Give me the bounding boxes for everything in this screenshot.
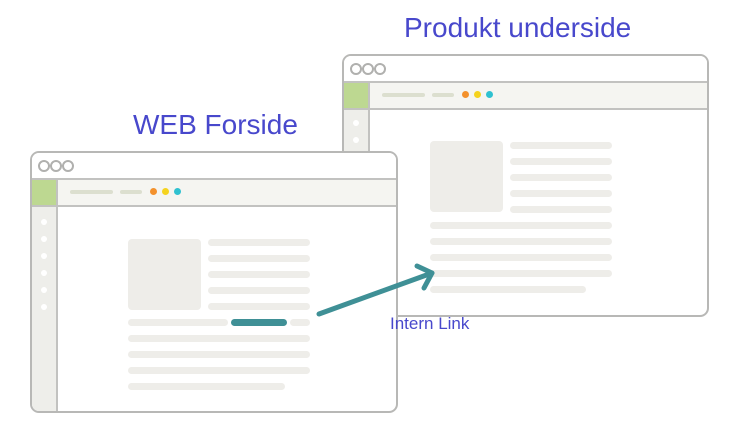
sidebar-dot-icon [41, 287, 47, 293]
text-line-placeholder [510, 158, 612, 165]
sidebar-dot-icon [41, 270, 47, 276]
text-line-placeholder [208, 287, 310, 294]
text-line-placeholder [208, 255, 310, 262]
text-line-placeholder [128, 383, 285, 390]
cyan-dot-icon [486, 91, 493, 98]
product-page-label: Produkt underside [404, 12, 632, 43]
nav-placeholder [432, 93, 454, 97]
sidebar-dot-icon [41, 236, 47, 242]
window-control-icon [374, 63, 386, 75]
text-line-placeholder [510, 174, 612, 181]
text-line-placeholder [128, 367, 310, 374]
sidebar-dot-icon [41, 253, 47, 259]
text-line-placeholder [510, 206, 612, 213]
window-control-icon [50, 160, 62, 172]
nav-placeholder [70, 190, 113, 194]
text-line-placeholder [208, 271, 310, 278]
front-page-window [30, 151, 398, 413]
toolbar [32, 180, 396, 207]
internal-link[interactable] [231, 319, 287, 326]
window-control-icon [62, 160, 74, 172]
cyan-dot-icon [174, 188, 181, 195]
sidebar [32, 207, 58, 411]
window-control-icon [38, 160, 50, 172]
logo-block [32, 180, 58, 205]
front-page-label: WEB Forside [133, 109, 298, 140]
image-placeholder [430, 141, 503, 212]
text-line-placeholder [430, 254, 612, 261]
logo-block [344, 83, 370, 108]
text-line-placeholder [510, 190, 612, 197]
image-placeholder [128, 239, 201, 310]
text-line-placeholder [128, 319, 228, 326]
window-control-icon [362, 63, 374, 75]
nav-placeholder [120, 190, 142, 194]
text-line-placeholder [430, 238, 612, 245]
orange-dot-icon [150, 188, 157, 195]
title-bar [344, 56, 707, 83]
text-line-placeholder [430, 222, 612, 229]
text-line-placeholder [128, 335, 310, 342]
text-line-placeholder [430, 270, 612, 277]
text-line-placeholder [208, 303, 310, 310]
orange-dot-icon [462, 91, 469, 98]
text-line-placeholder [510, 142, 612, 149]
yellow-dot-icon [162, 188, 169, 195]
nav-placeholder [382, 93, 425, 97]
text-line-placeholder [430, 286, 586, 293]
text-line-placeholder [128, 351, 310, 358]
sidebar-dot-icon [353, 120, 359, 126]
title-bar [32, 153, 396, 180]
sidebar-dot-icon [41, 304, 47, 310]
window-control-icon [350, 63, 362, 75]
sidebar-dot-icon [353, 137, 359, 143]
toolbar [344, 83, 707, 110]
internal-link-label: Intern Link [390, 314, 470, 333]
text-line-placeholder [290, 319, 310, 326]
text-line-placeholder [208, 239, 310, 246]
sidebar-dot-icon [41, 219, 47, 225]
yellow-dot-icon [474, 91, 481, 98]
